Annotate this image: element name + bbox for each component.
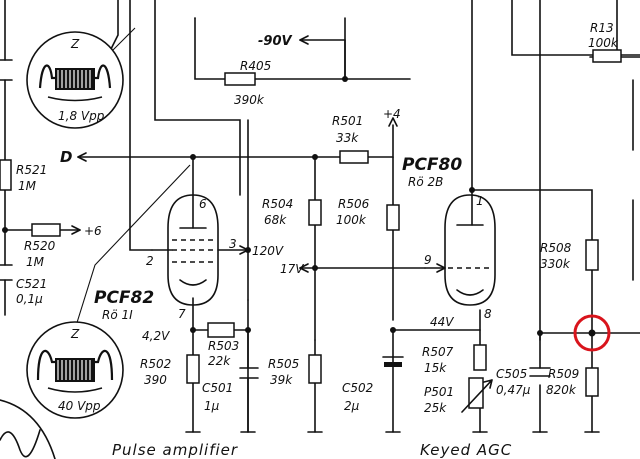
label-c521-val: 0,1µ — [16, 292, 43, 306]
label-p501: P501 — [424, 385, 454, 399]
label-plus6: +6 — [84, 224, 102, 238]
label-r505: R505 — [268, 357, 299, 371]
label-c505: C505 — [496, 367, 527, 381]
label-r521-val: 1M — [18, 179, 37, 193]
label-pcf82: PCF82 — [94, 288, 154, 308]
label-c501-val: 1µ — [204, 399, 220, 413]
r503-body — [207, 322, 235, 338]
r405-body — [224, 72, 256, 86]
arrows — [71, 35, 446, 273]
labels: -90V R405 390k R13 100k R501 33k +4 PCF8… — [16, 21, 619, 459]
label-r508-val: 330k — [540, 257, 571, 271]
caption-keyed-agc: Keyed AGC — [420, 441, 512, 459]
label-minus90v: -90V — [258, 34, 292, 49]
label-r503: R503 — [208, 339, 239, 353]
partial-circle-corner — [0, 399, 56, 459]
r504-body — [308, 199, 322, 226]
label-scope-bottom-z: Z — [70, 327, 80, 341]
r505-body — [308, 354, 322, 384]
label-r520: R520 — [24, 239, 56, 253]
label-pin3: 3 — [229, 237, 237, 251]
label-pin6: 6 — [199, 197, 207, 211]
label-r501: R501 — [332, 114, 363, 128]
label-r503-val: 22k — [208, 354, 231, 368]
valve-pcf80 — [444, 189, 496, 306]
label-c505-val: 0,47µ — [496, 383, 531, 397]
label-r405-val: 390k — [234, 93, 265, 107]
label-r506: R506 — [338, 197, 370, 211]
label-scope-top-z: Z — [70, 37, 80, 51]
scope-waveform-bottom — [26, 321, 124, 419]
label-scope-top-vpp: 1,8 Vpp — [58, 109, 105, 123]
label-c501: C501 — [202, 381, 233, 395]
label-pin9: 9 — [424, 253, 432, 267]
r13-body — [592, 49, 622, 63]
label-r501-val: 33k — [336, 131, 359, 145]
label-r520-val: 1M — [26, 255, 45, 269]
label-plus4: +4 — [383, 107, 401, 121]
r507-body — [473, 344, 487, 371]
r508-body — [585, 239, 599, 271]
r521-body — [0, 159, 12, 191]
p501-wiper — [461, 379, 493, 413]
label-r521: R521 — [16, 163, 47, 177]
label-r506-val: 100k — [336, 213, 367, 227]
label-r509-val: 820k — [546, 383, 577, 397]
label-r507: R507 — [422, 345, 454, 359]
label-r509: R509 — [548, 367, 579, 381]
label-17v: 17V — [280, 262, 304, 276]
label-c521: C521 — [16, 277, 47, 291]
label-r508: R508 — [540, 241, 572, 255]
caption-pulse-amplifier: Pulse amplifier — [112, 441, 238, 459]
label-120v: 120V — [252, 244, 284, 258]
valve-pcf82 — [151, 194, 219, 306]
label-r405: R405 — [240, 59, 271, 73]
r502-body — [186, 354, 200, 384]
label-r502-val: 390 — [144, 373, 167, 387]
r501-body — [339, 150, 369, 164]
label-pin7-left: 7 — [178, 307, 186, 321]
scope-waveform-top — [26, 31, 124, 129]
label-pin1: 1 — [476, 194, 484, 208]
r509-body — [585, 367, 599, 397]
label-p501-val: 25k — [424, 401, 447, 415]
label-pcf80-ref: Rö 2B — [408, 175, 443, 189]
partial-waveform-corner — [0, 429, 41, 458]
label-r13-val: 100k — [588, 36, 619, 50]
label-pcf82-ref: Rö 1I — [102, 308, 133, 322]
label-r13: R13 — [590, 21, 614, 35]
label-44v: 44V — [430, 315, 454, 329]
label-r504-val: 68k — [264, 213, 287, 227]
label-r502: R502 — [140, 357, 171, 371]
highlight-circle-marker — [573, 314, 611, 352]
label-pin8: 8 — [484, 307, 492, 321]
label-pin2: 2 — [146, 254, 154, 268]
capacitors — [0, 59, 551, 433]
r520-body — [31, 223, 61, 237]
label-c502: C502 — [342, 381, 373, 395]
r506-body — [386, 204, 400, 231]
label-4-2v: 4,2V — [142, 329, 170, 343]
label-d-output: D — [60, 148, 72, 166]
label-pcf80: PCF80 — [402, 155, 462, 175]
label-c502-val: 2µ — [344, 399, 360, 413]
label-scope-bottom-vpp: 40 Vpp — [58, 399, 101, 413]
label-r507-val: 15k — [424, 361, 447, 375]
label-r505-val: 39k — [270, 373, 293, 387]
label-r504: R504 — [262, 197, 293, 211]
